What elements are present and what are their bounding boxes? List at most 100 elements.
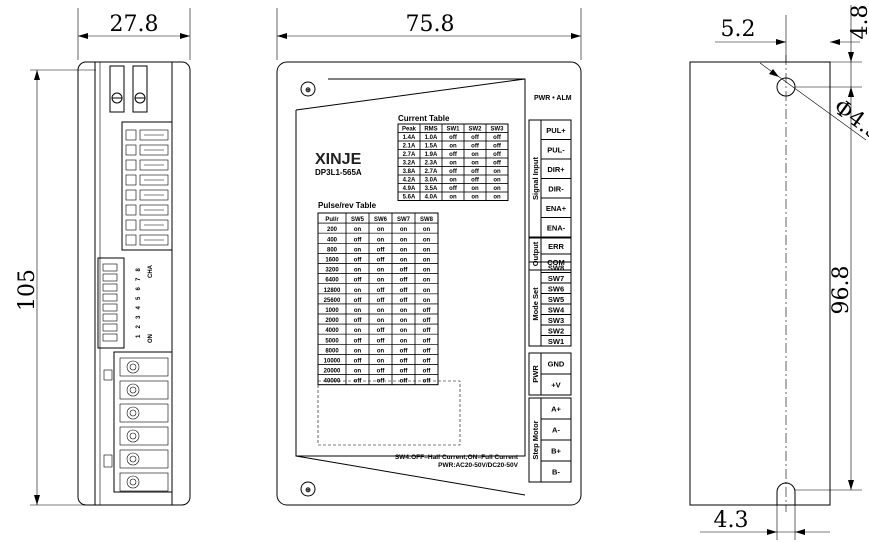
current_table-header-cell: SW2	[468, 127, 482, 133]
pulse_table-cell: on	[377, 227, 385, 233]
current_table-cell: off	[471, 144, 480, 150]
pulse_table-cell: 800	[327, 247, 338, 253]
terminal-label: B+	[551, 447, 561, 456]
current_table-cell: on	[471, 161, 479, 167]
slot-offset-dim: 4.3	[714, 508, 749, 533]
dip-number: 2	[136, 325, 142, 329]
pulse_table-cell: off	[377, 338, 386, 344]
terminal-label: ENA+	[546, 204, 567, 213]
current_table-cell: off	[449, 152, 458, 158]
current_table-cell: 3.5A	[425, 186, 438, 192]
current_table-cell: 3.8A	[403, 169, 416, 175]
pulse_table-cell: on	[400, 308, 408, 314]
pulse_table-header-cell: SW5	[351, 217, 365, 223]
height-dim: 105	[15, 269, 40, 311]
current_table-cell: off	[493, 135, 502, 141]
pulse_table-cell: off	[423, 369, 432, 375]
pulse_table-cell: on	[354, 288, 362, 294]
note-line1: SW4:OFF=Half Current;ON=Full Current	[395, 454, 519, 461]
pulse_table-cell: 1000	[325, 308, 339, 314]
current_table-cell: on	[471, 152, 479, 158]
pulse_table-cell: on	[400, 258, 408, 264]
current_table-cell: on	[471, 195, 479, 201]
model-label: DP3L1-565A	[315, 168, 362, 177]
pulse_table-cell: off	[354, 318, 363, 324]
pulse_table-cell: off	[377, 288, 386, 294]
pulse_table-cell: on	[423, 237, 431, 243]
terminal-label: ENA-	[547, 223, 566, 232]
terminal-label: SW1	[548, 337, 564, 346]
current_table-cell: off	[449, 169, 458, 175]
pulse_table-cell: on	[354, 308, 362, 314]
terminal-label: PUL+	[546, 126, 566, 135]
current_table-cell: 4.9A	[403, 186, 416, 192]
pulse_table-cell: on	[423, 227, 431, 233]
svg-text:⊕: ⊕	[305, 487, 311, 494]
current_table-header-cell: SW3	[490, 127, 504, 133]
pulse_table-cell: off	[400, 359, 409, 365]
pulse_table-cell: off	[377, 379, 386, 385]
front-width-dim: 75.8	[406, 12, 455, 37]
pulse_table-cell: on	[423, 298, 431, 304]
pulse_table-cell: on	[377, 237, 385, 243]
terminal-label: SW7	[548, 274, 564, 283]
current_table-cell: off	[493, 152, 502, 158]
current_table-cell: off	[449, 186, 458, 192]
current_table-cell: off	[493, 161, 502, 167]
pulse_table-cell: on	[377, 278, 385, 284]
terminal-label: SW4	[548, 305, 565, 314]
pulse_table-cell: off	[377, 298, 386, 304]
terminal-label: ERR	[548, 242, 564, 251]
pulse_table-cell: 6400	[325, 278, 339, 284]
current_table-cell: 1.9A	[425, 152, 438, 158]
pulse_table-cell: off	[423, 348, 432, 354]
pulse_table-cell: 200	[327, 227, 338, 233]
terminal-label: DIR-	[548, 184, 564, 193]
terminal-group-label: Mode Set	[531, 287, 540, 321]
dip-on-label: ON	[148, 334, 154, 343]
current_table-cell: 1.5A	[425, 144, 438, 150]
hole-spacing-dim: 96.8	[829, 266, 854, 315]
pulse_table-header-cell: SW8	[420, 217, 434, 223]
pulse_table-cell: off	[354, 237, 363, 243]
pulse_table-cell: on	[354, 369, 362, 375]
current_table-cell: on	[493, 178, 501, 184]
terminal-label: SW6	[548, 284, 564, 293]
dip-number: 5	[136, 296, 142, 300]
pulse_table-cell: off	[423, 338, 432, 344]
pulse_table-cell: on	[377, 308, 385, 314]
terminal-group-label: Output	[531, 241, 540, 266]
pulse_table-cell: on	[354, 227, 362, 233]
terminal-group-label: PWR	[531, 365, 540, 383]
dip-number: 6	[136, 287, 142, 291]
current_table-cell: on	[449, 144, 457, 150]
current_table-cell: on	[449, 161, 457, 167]
pulse_table-cell: on	[377, 359, 385, 365]
current_table-cell: on	[493, 195, 501, 201]
note-line2: PWR:AC20-50V/DC20-50V	[438, 462, 518, 469]
pulse_table-cell: 400	[327, 237, 338, 243]
pulse_table-cell: off	[354, 379, 363, 385]
pulse_table-cell: on	[423, 288, 431, 294]
terminal-label: B-	[552, 468, 560, 477]
terminal-label: SW2	[548, 326, 564, 335]
pulse_table-cell: on	[423, 258, 431, 264]
pulse_table-cell: 3200	[325, 268, 339, 274]
current-table-title: Current Table	[398, 114, 450, 123]
pulse_table-cell: 4000	[325, 328, 339, 334]
pulse_table-cell: on	[423, 247, 431, 253]
current_table-cell: off	[471, 169, 480, 175]
pulse_table-cell: off	[400, 278, 409, 284]
dip-cha-label: CHA	[148, 264, 154, 278]
pulse_table-cell: off	[423, 328, 432, 334]
terminal-label: +V	[551, 381, 560, 390]
current_table-cell: 2.3A	[425, 161, 438, 167]
dip-number: 1	[136, 334, 142, 338]
pulse_table-cell: on	[423, 268, 431, 274]
pulse_table-cell: 20000	[324, 369, 341, 375]
pulse_table-cell: on	[423, 278, 431, 284]
pulse_table-cell: off	[423, 359, 432, 365]
dip-number: 3	[136, 315, 142, 319]
pulse_table-cell: on	[400, 247, 408, 253]
